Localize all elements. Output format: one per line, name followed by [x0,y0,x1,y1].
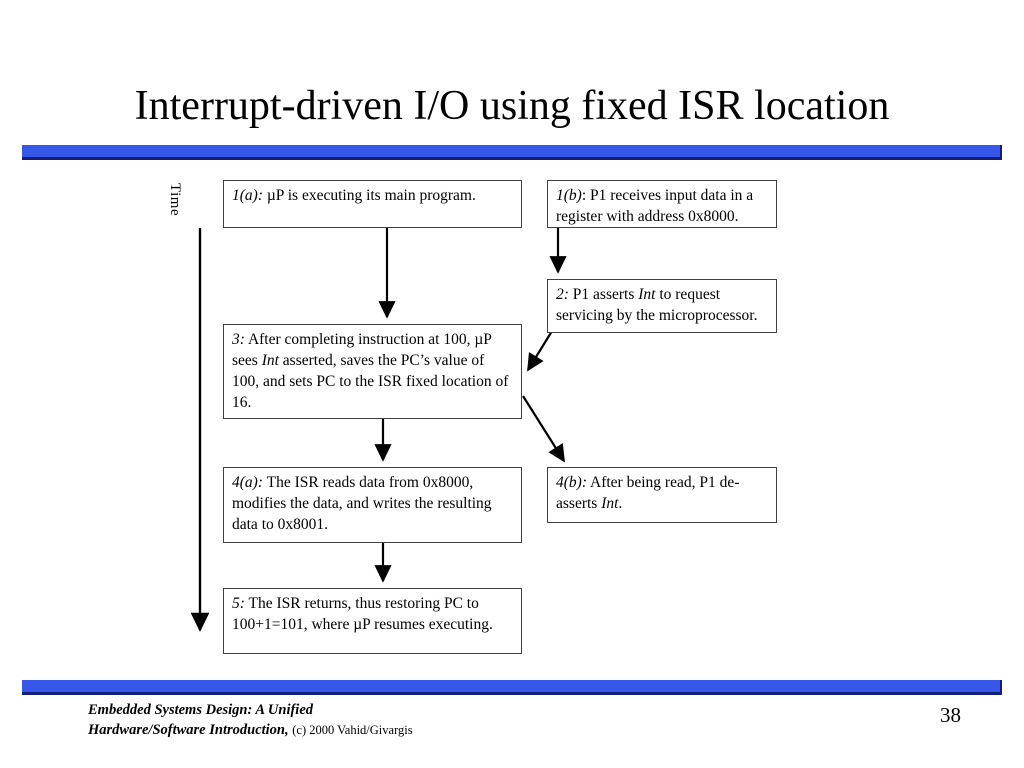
arrow-3-to-4b [522,395,565,463]
footer-copyright: (c) 2000 Vahid/Givargis [292,723,413,737]
flow-box-1b-lead: 1(b) [556,187,582,204]
title-divider-bar [22,145,1002,160]
flow-box-step-2: 2: P1 asserts Int to request servicing b… [547,279,777,333]
flow-box-step-1b: 1(b): P1 receives input data in a regist… [547,180,777,228]
flow-box-2-text-after: to request servicing by the microprocess… [556,286,758,324]
flow-box-4b-text-before: After being read, P1 de-asserts [556,474,740,512]
flow-box-3-text-after: asserted, saves the PC’s value of 100, a… [232,352,509,411]
footer-credit: Embedded Systems Design: A Unified Hardw… [88,700,608,740]
flow-box-1a-lead: 1(a): [232,187,263,204]
footer-divider-bar [22,680,1002,695]
flow-box-step-1a: 1(a): µP is executing its main program. [223,180,522,228]
flow-box-4b-lead: 4(b): [556,474,587,491]
flow-box-4a-text: The ISR reads data from 0x8000, modifies… [232,474,492,533]
flow-box-step-5: 5: The ISR returns, thus restoring PC to… [223,588,522,654]
footer-book-title-line1: Embedded Systems Design: A Unified [88,702,314,718]
page-title: Interrupt-driven I/O using fixed ISR loc… [134,83,890,130]
flow-box-step-3: 3: After completing instruction at 100, … [223,324,522,419]
flow-box-2-lead: 2: [556,286,569,303]
flow-box-5-text: The ISR returns, thus restoring PC to 10… [232,595,493,633]
page-number: 38 [940,703,961,727]
footer-book-title-line2: Hardware/Software Introduction, [88,722,289,738]
flow-box-step-4a: 4(a): The ISR reads data from 0x8000, mo… [223,467,522,543]
flow-box-1b-text: : P1 receives input data in a register w… [556,187,754,225]
flow-box-3-lead: 3: [232,331,245,348]
flow-box-4b-text-after: . [618,495,623,512]
flow-box-5-lead: 5: [232,595,245,612]
arrow-2-to-3 [527,330,553,372]
flow-box-4a-lead: 4(a): [232,474,263,491]
flow-box-2-emphasis: Int [638,286,656,303]
flow-box-4b-emphasis: Int [601,495,619,512]
flow-box-3-emphasis: Int [261,352,279,369]
flow-box-2-text-before: P1 asserts [568,286,639,303]
flow-box-1a-text: µP is executing its main program. [263,187,476,204]
time-axis-label: Time [167,183,183,217]
flow-box-3-text-before: After completing instruction at 100, µP … [232,331,492,369]
flow-box-step-4b: 4(b): After being read, P1 de-asserts In… [547,467,777,523]
